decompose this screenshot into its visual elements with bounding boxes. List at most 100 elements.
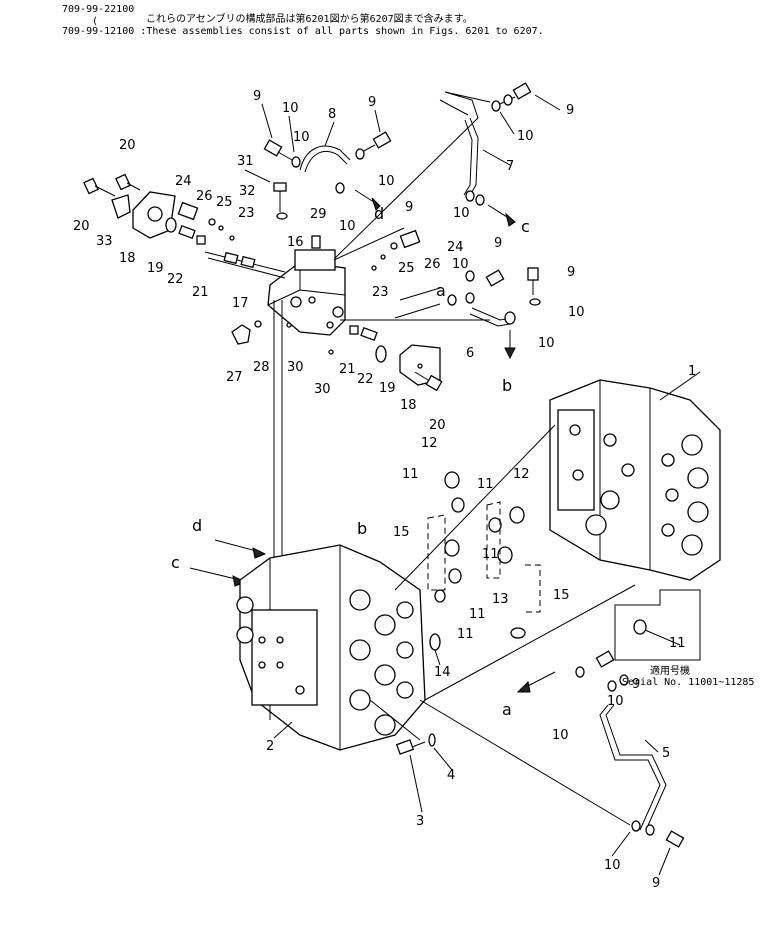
valve-block-16 (267, 249, 346, 336)
callout: 10 (282, 101, 299, 116)
callout: 20 (73, 219, 90, 234)
sheet-15-right (525, 564, 541, 613)
callout: 3 (416, 814, 424, 829)
callout: 21 (339, 362, 356, 377)
bolt-9-top-mid (361, 131, 392, 153)
serial-label-en: Serial No. 11001~11285 (622, 677, 754, 689)
callout: 11 (457, 627, 474, 642)
callout: 10 (552, 728, 569, 743)
callout: 26 (196, 189, 213, 204)
callout: 11 (402, 467, 419, 482)
serial-jp-text: 適用号機 (650, 666, 690, 677)
callout: 10 (339, 219, 356, 234)
header-tick: ( (92, 16, 98, 28)
callout: 24 (175, 174, 192, 189)
callout: 27 (226, 370, 243, 385)
callout: d (192, 516, 202, 535)
callout: 17 (232, 296, 249, 311)
callout: d (374, 204, 384, 223)
bolt-3 (395, 733, 436, 755)
bolt-9-top-left (263, 139, 293, 161)
callout: 22 (357, 372, 374, 387)
washer-10 (291, 156, 301, 168)
pipe-5 (599, 704, 661, 831)
bolt-9-mid-right (485, 267, 539, 295)
serial-label-jp: 適用号機 (650, 666, 690, 678)
bracket-33 (111, 194, 131, 219)
callout: 22 (167, 272, 184, 287)
callout-labels: 9 10 8 9 9 10 10 20 31 10 7 24 26 32 25 … (73, 89, 696, 891)
callout: 14 (434, 665, 451, 680)
callout: 26 (424, 257, 441, 272)
callout: 20 (119, 138, 136, 153)
callout: 10 (607, 694, 624, 709)
callout: 10 (453, 206, 470, 221)
callout: 23 (238, 206, 255, 221)
callout: 11 (477, 477, 494, 492)
callout: 10 (604, 858, 621, 873)
callout: 5 (662, 746, 670, 761)
header-line1: 709-99-22100 (62, 4, 134, 16)
callout: 2 (266, 739, 274, 754)
callout: 29 (310, 207, 327, 222)
pipe-8 (299, 145, 351, 171)
pipe-7 (332, 91, 491, 261)
callout: 32 (239, 184, 256, 199)
callout: 4 (447, 768, 455, 783)
callout: 33 (96, 234, 113, 249)
callout: 10 (568, 305, 585, 320)
callout: a (502, 700, 512, 719)
callout: 9 (567, 265, 575, 280)
orings-11-12 (429, 471, 647, 651)
callout: 19 (147, 261, 164, 276)
assembly-code-1: 709-99-22100 (62, 4, 135, 15)
assembly-code-2: 709-99-12100 (62, 26, 135, 37)
callout: c (171, 553, 180, 572)
callout: 1 (688, 364, 696, 379)
callout: 15 (393, 525, 410, 540)
callout: 7 (506, 159, 514, 174)
callout: 24 (447, 240, 464, 255)
callout: 11 (469, 607, 486, 622)
callout: 10 (452, 257, 469, 272)
assembly-note-en: :These assemblies consist of all parts s… (140, 26, 544, 37)
callout: a (436, 281, 446, 300)
callout: 16 (287, 235, 304, 250)
callout: 25 (216, 195, 233, 210)
sheet-15-left (427, 514, 446, 591)
callout: b (357, 519, 367, 538)
callout: 23 (372, 285, 389, 300)
assembly-note-jp: これらのアセンブリの構成部品は第6201図から第6207図まで含みます。 (146, 14, 473, 25)
header-line2: 709-99-12100 :These assemblies consist o… (62, 26, 544, 38)
callout: 9 (368, 95, 376, 110)
bolt-20-group (83, 173, 443, 392)
callout: 19 (379, 381, 396, 396)
main-valve-1 (549, 379, 721, 581)
callout: 15 (553, 588, 570, 603)
callout: 31 (237, 154, 254, 169)
oring-26 (208, 218, 216, 226)
callout: 10 (293, 130, 310, 145)
callout: 25 (398, 261, 415, 276)
callout: 13 (492, 592, 509, 607)
callout: 10 (517, 129, 534, 144)
callout: 12 (421, 436, 438, 451)
callout: 9 (253, 89, 261, 104)
bolt-31 (273, 182, 288, 220)
bolt-9-lower (595, 650, 685, 848)
callout: b (502, 376, 512, 395)
callout: 9 (405, 200, 413, 215)
callout: 9 (652, 876, 660, 891)
callout: 10 (538, 336, 555, 351)
main-valve-2 (236, 544, 426, 751)
callout: 6 (466, 346, 474, 361)
callout: 21 (192, 285, 209, 300)
spool-17 (204, 251, 286, 279)
serial-en-text: Serial No. 11001~11285 (622, 677, 755, 688)
plug-29 (311, 235, 321, 249)
callout: 11 (482, 547, 499, 562)
serial-box (614, 589, 701, 661)
callout: 9 (494, 236, 502, 251)
